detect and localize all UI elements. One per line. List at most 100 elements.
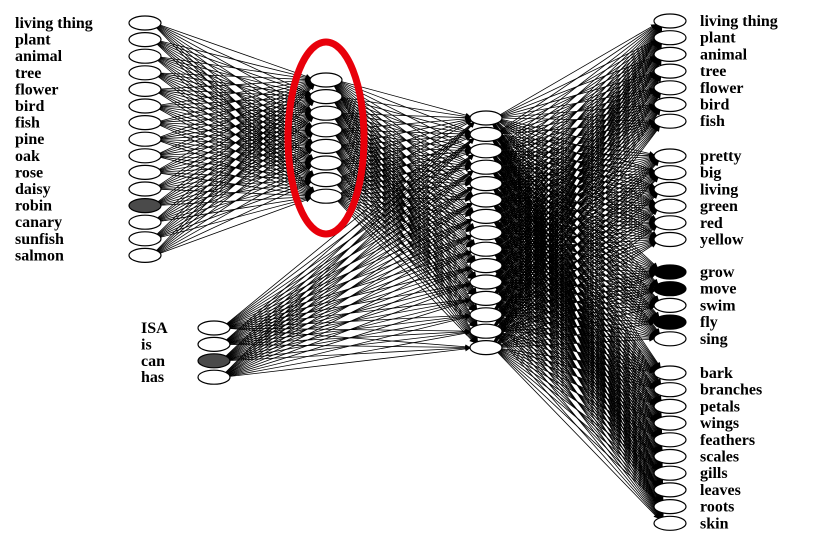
item-to-representation-edge — [160, 72, 311, 82]
hidden-unit — [469, 110, 503, 126]
hidden-to-attribute-edge — [496, 160, 660, 343]
item-unit-salmon — [128, 247, 162, 263]
item-to-representation-edge — [160, 81, 311, 138]
item-unit-sunfish — [128, 231, 162, 247]
hidden-to-attribute-edge — [500, 350, 656, 438]
item-to-representation-edge — [159, 82, 312, 170]
hidden-unit — [469, 241, 503, 257]
attribute-label-flower: flower — [700, 80, 744, 97]
relation-to-hidden-edge — [226, 122, 474, 341]
hidden-to-attribute-edge — [495, 26, 661, 261]
hidden-to-attribute-edge — [498, 159, 658, 279]
attribute-unit-petals — [653, 398, 687, 414]
hidden-to-attribute-edge — [500, 274, 656, 346]
item-label-tree: tree — [15, 65, 41, 82]
item-label-salmon: salmon — [15, 247, 64, 264]
attribute-label-feathers: feathers — [700, 432, 755, 449]
item-to-representation-edge — [160, 24, 311, 79]
attribute-label-pretty: pretty — [700, 148, 741, 165]
representation-to-hidden-edge — [341, 198, 471, 248]
relation-to-hidden-edge — [226, 121, 474, 325]
attribute-unit-move — [653, 281, 687, 297]
hidden-to-attribute-edge — [493, 43, 663, 342]
hidden-to-attribute-edge — [501, 290, 655, 346]
item-to-representation-edge — [159, 82, 312, 154]
hidden-unit — [469, 340, 503, 356]
hidden-to-attribute-edge — [495, 109, 661, 343]
relation-to-hidden-edge — [226, 171, 474, 374]
attribute-label-yellow: yellow — [700, 232, 744, 249]
hidden-to-attribute-edge — [497, 351, 659, 503]
representation-unit — [309, 72, 343, 88]
relation-label-isa: ISA — [141, 320, 168, 337]
attribute-label-wings: wings — [700, 415, 739, 432]
hidden-unit — [469, 143, 503, 159]
hidden-to-attribute-edge — [499, 242, 657, 345]
hidden-unit — [469, 208, 503, 224]
attribute-unit-animal — [653, 46, 687, 63]
attribute-unit-feathers — [653, 432, 687, 448]
hidden-unit — [469, 290, 503, 306]
hidden-to-attribute-edge — [500, 349, 656, 421]
hidden-to-attribute-edge — [498, 351, 658, 470]
hidden-to-attribute-edge — [500, 158, 656, 231]
hidden-to-attribute-edge — [494, 60, 662, 342]
item-label-bird: bird — [15, 98, 44, 115]
hidden-to-attribute-edge — [498, 226, 658, 345]
hidden-unit — [469, 307, 503, 323]
attribute-label-gills: gills — [700, 465, 728, 482]
representation-unit — [309, 172, 343, 188]
attribute-unit-scales — [653, 448, 687, 465]
relation-label-has: has — [141, 369, 164, 386]
hidden-to-attribute-edge — [496, 25, 660, 212]
item-to-representation-edge — [160, 79, 311, 106]
attribute-label-fly: fly — [700, 314, 718, 331]
item-unit-oak — [128, 148, 162, 164]
item-label-plant: plant — [15, 32, 51, 49]
representation-unit — [309, 155, 343, 171]
attribute-label-swim: swim — [700, 297, 736, 314]
attribute-unit-fly — [653, 314, 687, 330]
item-unit-animal — [128, 48, 162, 64]
hidden-to-attribute-edge — [493, 26, 663, 342]
attribute-unit-branches — [653, 382, 687, 398]
hidden-to-attribute-edge — [501, 321, 655, 347]
hidden-unit — [469, 192, 503, 208]
item-label-animal: animal — [15, 48, 63, 65]
item-to-representation-edge — [159, 181, 312, 254]
attribute-label-living: living — [700, 181, 738, 198]
hidden-to-attribute-edge — [499, 159, 657, 263]
hidden-to-attribute-edge — [493, 26, 663, 326]
attribute-unit-gills — [653, 465, 687, 481]
relation-to-hidden-edge — [229, 330, 471, 377]
item-unit-bird — [128, 98, 162, 114]
relation-to-hidden-edge — [225, 122, 475, 373]
representation-to-hidden-edge — [340, 198, 472, 264]
item-label-rose: rose — [15, 164, 43, 181]
attribute-label-leaves: leaves — [700, 482, 741, 499]
attribute-label-green: green — [700, 198, 738, 215]
attribute-label-bark: bark — [700, 365, 733, 382]
hidden-to-attribute-edge — [494, 26, 662, 277]
attribute-unit-flower — [653, 80, 687, 96]
relation-to-hidden-edge — [227, 203, 473, 374]
attribute-unit-skin — [653, 515, 687, 531]
hidden-to-attribute-edge — [500, 158, 656, 247]
representation-to-hidden-edge — [341, 81, 471, 118]
item-label-pine: pine — [15, 131, 44, 148]
hidden-unit — [469, 225, 503, 241]
hidden-to-attribute-edge — [495, 26, 661, 245]
attribute-label-move: move — [700, 281, 736, 298]
hidden-to-attribute-edge — [499, 24, 657, 132]
hidden-to-attribute-edge — [498, 351, 658, 486]
attribute-label-tree: tree — [700, 63, 726, 80]
item-to-representation-edge — [160, 40, 311, 80]
hidden-to-attribute-edge — [501, 336, 655, 348]
attribute-unit-fish — [653, 113, 687, 129]
representation-unit — [309, 122, 343, 138]
hidden-to-attribute-edge — [495, 126, 661, 343]
attribute-unit-green — [653, 198, 687, 214]
attribute-unit-tree — [653, 63, 687, 79]
item-label-daisy: daisy — [15, 181, 51, 198]
relation-to-hidden-edge — [228, 267, 472, 375]
